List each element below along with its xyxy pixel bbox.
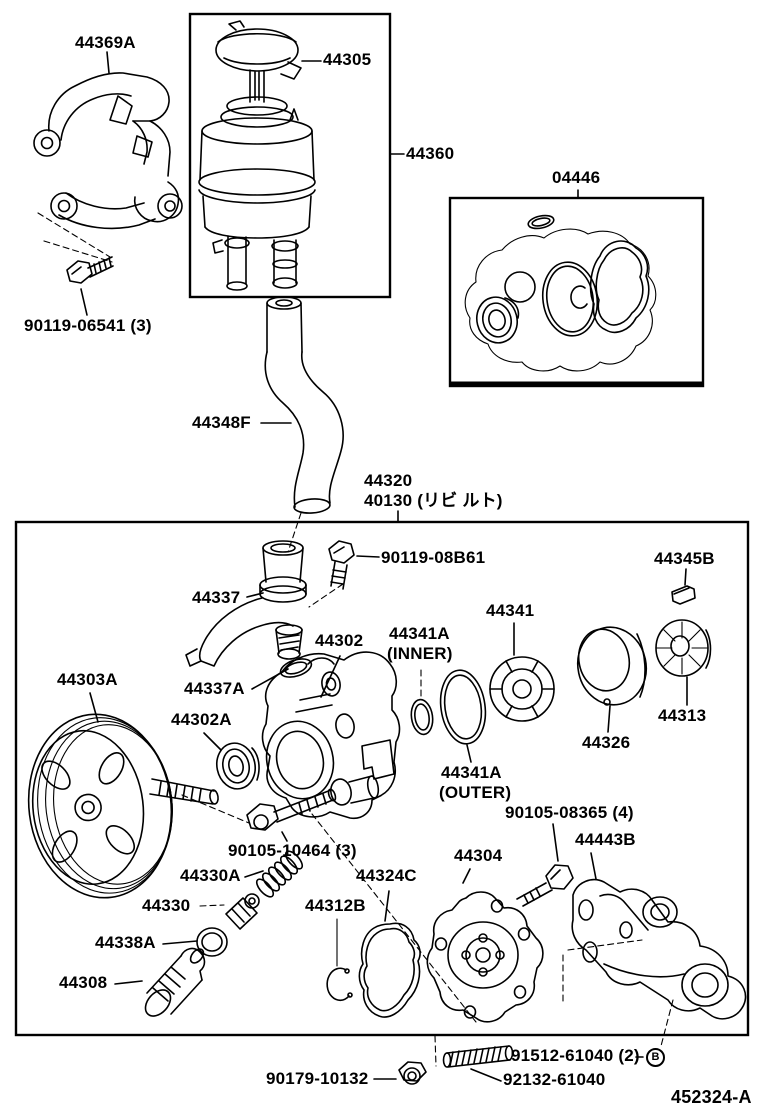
part-label-44302a: 44302A (171, 710, 232, 729)
pressure-union-art (144, 947, 206, 1017)
leader-44443b (590, 852, 597, 880)
part-label-44330: 44330 (142, 896, 191, 915)
stud-art (442, 1045, 514, 1068)
leader-44338a (162, 940, 198, 945)
part-label-90105-10464: 90105-10464 (3) (228, 841, 357, 860)
part-label-44302: 44302 (315, 631, 364, 650)
suction-hose-art (264, 296, 344, 514)
rotor-art (489, 656, 555, 722)
spring-art (255, 850, 304, 898)
part-label-44369a: 44369A (75, 33, 136, 52)
leader-44304 (462, 868, 471, 884)
part-label-91512-61040: 91512-61040 (2) (511, 1046, 640, 1065)
leader-44303a (89, 692, 99, 723)
gasket-kit-box-frame (448, 196, 705, 388)
leader-90105-10464 (281, 831, 288, 842)
cam-ring-art (576, 626, 648, 706)
part-label-90119-06541: 90119-06541 (3) (24, 316, 152, 335)
rear-housing-art (426, 891, 544, 1023)
part-label-04446: 04446 (552, 168, 601, 187)
part-label-44345b: 44345B (654, 549, 715, 568)
part-label-44308: 44308 (59, 973, 108, 992)
part-label-44337a: 44337A (184, 679, 245, 698)
dash-bolt-to-union (308, 583, 344, 608)
part-label-44305: 44305 (323, 50, 372, 69)
part-label-44320: 44320 (364, 471, 413, 490)
key-art (671, 585, 696, 605)
part-label-44360: 44360 (406, 144, 455, 163)
dash-box-to-stud (434, 1035, 437, 1067)
union-bolt-art (328, 540, 355, 590)
leader-44369a (106, 51, 110, 74)
part-label-44338a: 44338A (95, 933, 156, 952)
leader-44345b (684, 568, 687, 586)
part-label-44304: 44304 (454, 846, 503, 865)
shaft-seal-art (216, 742, 260, 790)
part-label-92132-61040: 92132-61040 (503, 1070, 606, 1089)
dash-bracket-to-b (660, 999, 674, 1047)
part-label-44312b: 44312B (305, 896, 366, 915)
control-valve-art (225, 893, 260, 930)
part-label-44341: 44341 (486, 601, 535, 620)
part-label-44303a: 44303A (57, 670, 118, 689)
dash-shaft-axis (181, 794, 250, 824)
leader-90119-08b61 (356, 555, 380, 558)
leader-44326 (607, 705, 611, 733)
marker-b-badge: B (646, 1048, 665, 1067)
dash-assembly-axis (311, 813, 477, 1023)
leader-44330a (244, 870, 264, 878)
snap-ring-art (326, 967, 353, 1002)
leader-92132-61040 (470, 1068, 502, 1082)
part-label-44341a-inner: 44341A (389, 624, 450, 643)
part-label-outer-qualifier: (OUTER) (439, 783, 512, 802)
rear-bolt-art (516, 864, 574, 907)
part-label-44341a-outer: 44341A (441, 763, 502, 782)
rear-gasket-art (358, 922, 421, 1018)
leader-44302 (320, 655, 341, 698)
reservoir-bracket-art (33, 72, 183, 230)
valve-oring-art (196, 927, 228, 957)
leader-44337 (246, 592, 264, 598)
gasket-kit-art (464, 214, 657, 372)
leader-44330 (199, 904, 225, 907)
part-label-40130-reman: 40130 (リビ ルト) (364, 491, 503, 510)
part-label-inner-qualifier: (INNER) (387, 644, 453, 663)
bracket-bolt-art (37, 212, 114, 316)
leader-44324c (384, 890, 390, 922)
part-label-90119-08b61: 90119-08B61 (381, 548, 486, 567)
part-label-44330a: 44330A (180, 866, 241, 885)
part-label-90179-10132: 90179-10132 (266, 1069, 369, 1088)
nut-art (398, 1061, 427, 1085)
front-housing-art (261, 651, 401, 820)
leader-44308 (114, 980, 143, 985)
part-label-44324c: 44324C (356, 866, 417, 885)
rear-bracket-art (571, 878, 747, 1020)
part-label-90105-08365: 90105-08365 (4) (505, 803, 634, 822)
leader-90105-08365 (552, 823, 559, 862)
oring-inner-art (410, 698, 434, 736)
side-plate-art (655, 619, 712, 677)
leader-44302a (203, 732, 222, 751)
part-label-44337: 44337 (192, 588, 241, 607)
oring-outer-art (439, 669, 487, 745)
through-bolt-art (246, 788, 337, 831)
leader-44341a-outer (466, 744, 472, 763)
pump-shaft-art (149, 778, 219, 805)
dash-housing-to-bracket (567, 939, 643, 951)
part-label-44443b: 44443B (575, 830, 636, 849)
part-label-44313: 44313 (658, 706, 707, 725)
drawing-code: 452324-A (671, 1087, 752, 1107)
pulley-art (27, 713, 173, 899)
main-box-frame (14, 520, 750, 1037)
part-label-44348f: 44348F (192, 413, 251, 432)
suction-union-art (185, 540, 307, 667)
reservoir-art (198, 20, 316, 291)
part-label-44326: 44326 (582, 733, 631, 752)
